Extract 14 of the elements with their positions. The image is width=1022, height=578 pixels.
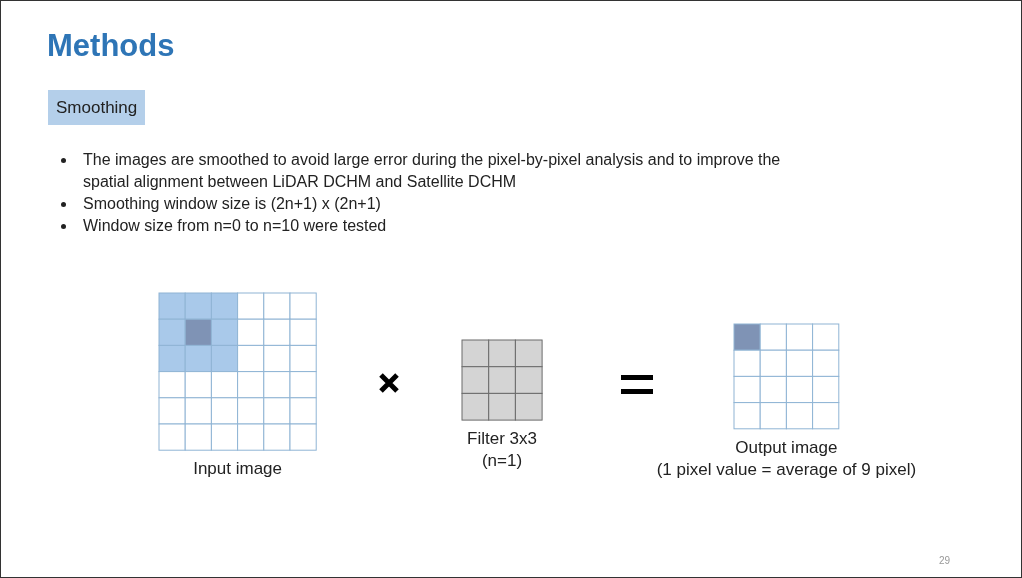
grid-caption: Filter 3x3	[467, 428, 537, 451]
grid-caption: Input image	[193, 458, 282, 481]
pixel-grid-drawing	[734, 324, 839, 429]
page-number: 29	[939, 554, 951, 568]
bullet-text: The images are smoothed to avoid large error during the pixel-by-pixel analysis and to improve the spatial alignment between LiDAR DCHM and Satellite DCHM	[83, 150, 782, 192]
pixel-grid-drawing	[462, 340, 543, 421]
grid-caption: Output image	[735, 436, 838, 459]
bullet-text: Smoothing window size is (2n+1) x (2n+1)	[83, 194, 381, 214]
grid-caption: (1 pixel value = average of 9 pixel)	[656, 458, 917, 481]
grid-caption: (n=1)	[481, 450, 523, 473]
bullet-text: Window size from n=0 to n=10 were tested	[83, 216, 387, 236]
pixel-grid-drawing	[159, 293, 317, 451]
section-tag: Smoothing	[48, 90, 146, 125]
slide-title: Methods	[47, 27, 175, 65]
